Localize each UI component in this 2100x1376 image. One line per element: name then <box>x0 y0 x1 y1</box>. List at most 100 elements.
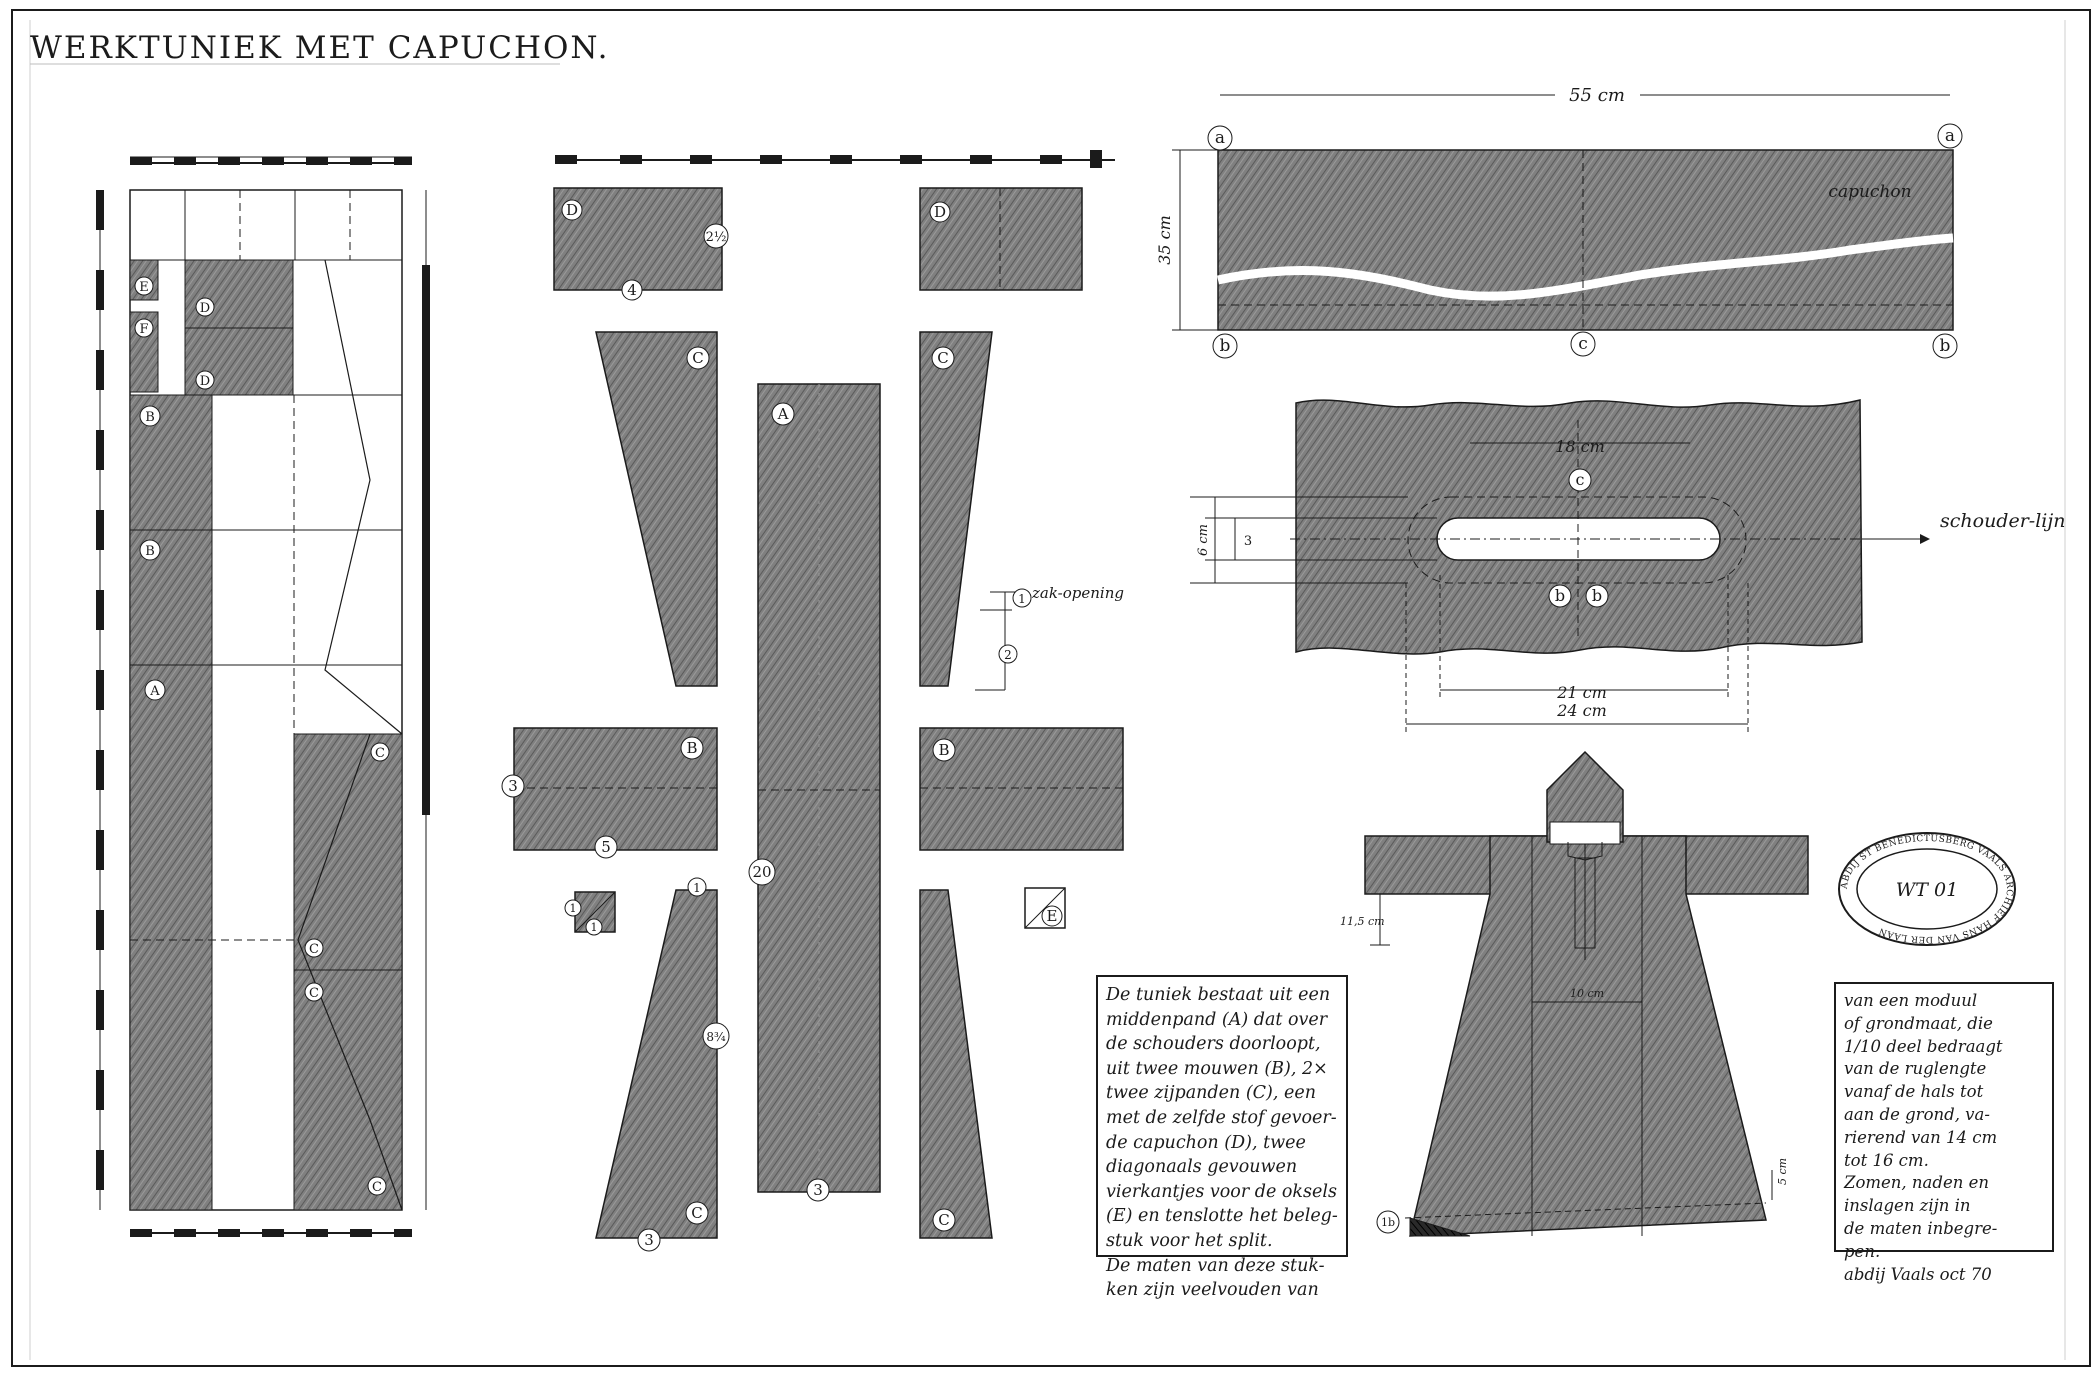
width-inner-label: 21 cm <box>1556 683 1607 702</box>
shoulder-line-label: schouder-lijn <box>1940 510 2066 532</box>
note-line: met de zelfde stof gevoer- <box>1106 1107 1337 1128</box>
note-line: (E) en tenslotte het beleg- <box>1106 1206 1338 1227</box>
label-a: A <box>149 684 160 699</box>
label-b: B <box>145 410 155 425</box>
note-line: twee zijpanden (C), een <box>1106 1083 1316 1104</box>
corner-b: b <box>1940 336 1951 356</box>
scale-bar-bottom <box>130 1229 412 1237</box>
label-c: C <box>691 1204 702 1222</box>
note-line: diagonaals gevouwen <box>1106 1157 1298 1178</box>
note-description: De tuniek bestaat uit een middenpand (A)… <box>1096 975 1348 1300</box>
note-line: inslagen zijn in <box>1844 1196 1971 1216</box>
tunic-body <box>1409 835 1767 1237</box>
label-d: D <box>200 301 210 316</box>
stamp-code: WT 01 <box>1896 879 1958 901</box>
piece-c-upper-left <box>595 331 718 687</box>
label-e: E <box>1047 907 1058 925</box>
top-width-label: 18 cm <box>1555 437 1605 456</box>
note-line: aan de grond, va- <box>1844 1104 1990 1124</box>
neck-label-b: b <box>1592 586 1602 605</box>
label-two-half: 2½ <box>706 230 727 245</box>
note-line: van een moduul <box>1844 991 1978 1010</box>
layout-labels: E F D D B B A C C C C <box>134 276 390 1196</box>
note-line: de maten inbegre- <box>1844 1218 1998 1238</box>
hood-panel <box>1217 149 1954 331</box>
piece-labels: D 2½ 4 D C C A 1 2 zak-opening B B 3 5 2… <box>501 199 1124 1252</box>
label-one: 1 <box>591 921 598 934</box>
note-line: van de ruglengte <box>1844 1059 1987 1079</box>
opening-inner-label: 3 <box>1244 534 1252 549</box>
label-c: C <box>938 1211 949 1229</box>
hem-facing <box>1409 1217 1471 1237</box>
label-two: 2 <box>1004 648 1012 662</box>
corner-b: b <box>1220 336 1231 356</box>
label-b: B <box>938 741 949 759</box>
label-one: 1 <box>1018 592 1026 606</box>
pocket-label: zak-opening <box>1031 584 1124 602</box>
hood-name: capuchon <box>1828 182 1911 202</box>
note-line: uit twee mouwen (B), 2× <box>1106 1058 1328 1079</box>
note-line: vanaf de hals tot <box>1844 1082 1984 1102</box>
scale-bar-left <box>96 190 104 1210</box>
label-one: 1 <box>693 881 701 895</box>
note-line: de schouders doorloopt, <box>1106 1034 1321 1055</box>
label-e: E <box>139 280 149 295</box>
note-line: stuk voor het split. <box>1106 1230 1273 1251</box>
piece-a-full <box>757 383 881 1193</box>
label-one: 1 <box>570 902 577 915</box>
pattern-pieces: D 2½ 4 D C C A 1 2 zak-opening B B 3 5 2… <box>501 150 1124 1252</box>
label-d: D <box>566 201 578 219</box>
label-c: C <box>372 1180 382 1195</box>
note-line: tot 16 cm. <box>1844 1150 1929 1170</box>
hood-fold-line <box>1217 233 1954 301</box>
piece-f <box>129 311 159 393</box>
label-eight-three-quarter: 8¾ <box>706 1030 726 1044</box>
hem-measure-label: 5 cm <box>1776 1158 1789 1185</box>
label-d: D <box>934 203 946 221</box>
label-f: F <box>139 322 148 337</box>
center-measure-label: 10 cm <box>1570 987 1604 1000</box>
scale-bar-top <box>130 156 412 165</box>
piece-c-column <box>293 733 403 1211</box>
hood-height-label: 35 cm <box>1155 215 1174 265</box>
note-line: pen. <box>1844 1241 1881 1261</box>
cutting-layout: E F D D B B A C C C C <box>96 156 430 1237</box>
width-outer-label: 24 cm <box>1556 701 1607 720</box>
label-c: C <box>309 986 319 1001</box>
piece-c-lower-left <box>595 889 718 1239</box>
note-line: de capuchon (D), twee <box>1106 1132 1306 1153</box>
piece-c-upper-right <box>919 331 993 687</box>
neck-label-c: c <box>1576 470 1585 489</box>
hem-label: 1b <box>1381 1216 1395 1229</box>
label-c: C <box>692 349 703 367</box>
sleeve-height-label: 11,5 cm <box>1340 915 1385 928</box>
label-c: C <box>309 942 319 957</box>
label-four: 4 <box>627 281 637 299</box>
label-three: 3 <box>508 777 518 795</box>
label-c: C <box>375 746 385 761</box>
piece-d-left <box>553 187 723 291</box>
label-b: B <box>686 739 697 757</box>
label-d: D <box>200 374 210 389</box>
sheet-title: WERKTUNIEK MET CAPUCHON. <box>30 30 609 66</box>
label-c: C <box>937 349 948 367</box>
opening-outer-label: 6 cm <box>1196 524 1211 556</box>
note-line: Zomen, naden en <box>1844 1173 1989 1193</box>
hood-diagram: 55 cm 35 cm capuchon a a b c b <box>1155 85 1963 359</box>
hood-width-label: 55 cm <box>1569 85 1625 106</box>
scale-bar-pieces <box>555 150 1115 168</box>
label-three: 3 <box>644 1231 654 1249</box>
note-line: De maten van deze stuk- <box>1106 1255 1325 1276</box>
label-five: 5 <box>601 838 611 856</box>
archive-stamp: ABDIJ ST BENEDICTUSBERG VAALS ARCHIEF HA… <box>1838 832 2016 946</box>
neck-label-b: b <box>1555 586 1565 605</box>
tunic-hood <box>1546 750 1624 843</box>
note-modulus: van een moduul of grondmaat, die 1/10 de… <box>1834 982 2054 1284</box>
corner-a: a <box>1945 126 1955 146</box>
note-line: vierkantjes voor de oksels <box>1106 1181 1337 1202</box>
sheet-border <box>11 9 2091 1367</box>
neck-outer-dash <box>1407 496 1747 584</box>
scale-bar-right <box>422 190 430 1210</box>
label-twenty: 20 <box>752 863 771 881</box>
neck-opening-detail: 18 cm 6 cm 3 21 cm 24 cm schouder-lijn c… <box>1190 399 2066 732</box>
